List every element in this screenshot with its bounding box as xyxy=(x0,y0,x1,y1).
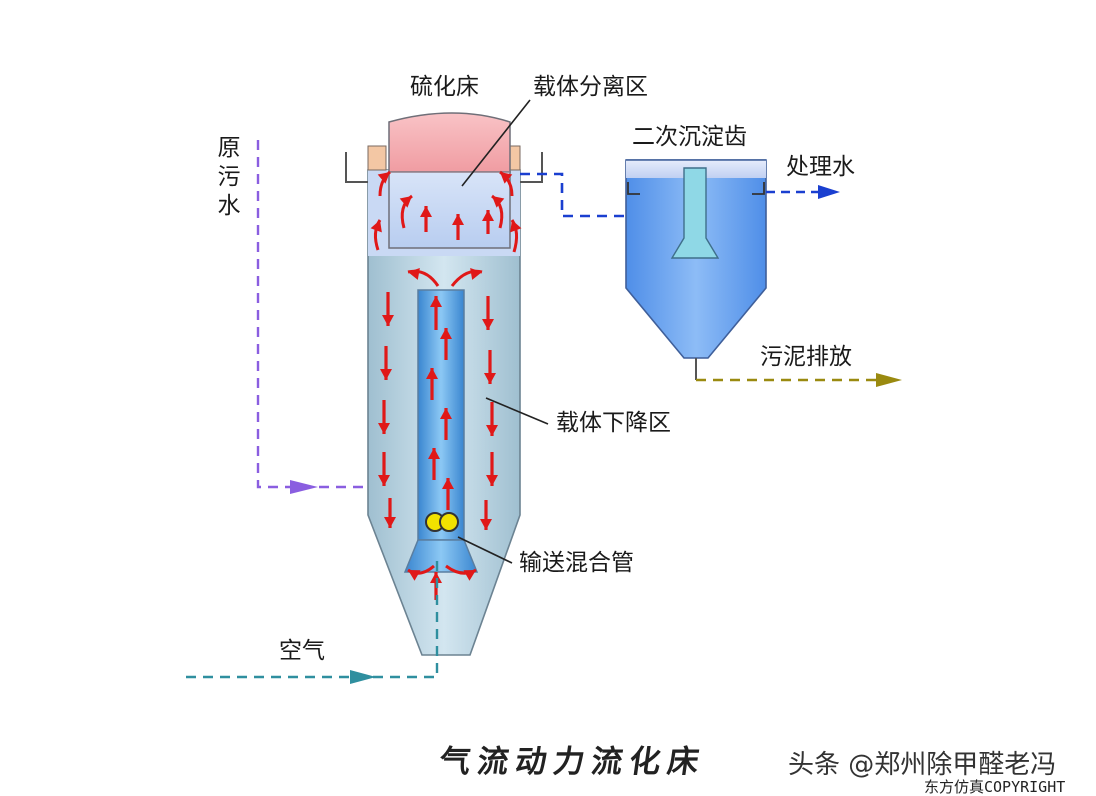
flow-arrow-icon xyxy=(470,268,482,280)
flow-arrow-icon xyxy=(384,517,396,528)
conveying-mixing-tube xyxy=(403,289,479,573)
flow-arrow-icon xyxy=(510,220,522,233)
arrowhead-icon xyxy=(818,185,840,199)
flow-arrow-icon xyxy=(426,368,438,379)
flow-arrow-icon xyxy=(482,210,494,221)
flow-arrow-icon xyxy=(380,369,392,380)
treated-water-line xyxy=(766,185,840,199)
label-secondary-settling-tank: 二次沉淀齿 xyxy=(632,124,747,150)
watermark: 头条 @郑州除甲醛老冯 xyxy=(788,750,1057,780)
arrowhead-icon xyxy=(290,480,318,494)
label-fluidized-bed: 硫化床 xyxy=(410,74,479,100)
flow-arrow-icon xyxy=(420,206,432,217)
label-raw-sewage-char: 污 xyxy=(217,163,241,190)
raw-sewage-line xyxy=(256,140,370,494)
flow-arrow-icon xyxy=(452,214,464,225)
flow-arrow-icon xyxy=(440,328,452,339)
flow-arrow-icon xyxy=(492,196,505,208)
flow-arrow-icon xyxy=(484,373,496,384)
flow-arrow-icon xyxy=(382,315,394,326)
label-raw-sewage-char: 原 xyxy=(217,135,241,161)
label-treated-water: 处理水 xyxy=(786,154,855,180)
label-sludge-discharge: 污泥排放 xyxy=(760,344,852,370)
flow-arrow-icon xyxy=(463,570,476,581)
copyright-notice: 东方仿真COPYRIGHT xyxy=(924,778,1066,796)
sludge-line xyxy=(696,373,902,387)
flow-arrow-icon xyxy=(442,478,454,489)
flow-arrow-icon xyxy=(440,408,452,419)
flow-arrow-icon xyxy=(480,519,492,530)
flow-arrow-icon xyxy=(377,172,390,184)
secondary-settling-tank xyxy=(625,159,767,380)
flow-arrow-icon xyxy=(486,475,498,486)
air-bubble-icon xyxy=(425,512,459,532)
flow-arrow-icon xyxy=(408,570,421,581)
label-carrier-descending-zone: 载体下降区 xyxy=(556,410,671,436)
label-raw-sewage-char: 水 xyxy=(217,192,241,219)
label-conveying-mixing-tube: 输送混合管 xyxy=(519,550,634,576)
flow-arrow-icon xyxy=(378,423,390,434)
flow-arrow-icon xyxy=(482,319,494,330)
flow-arrows xyxy=(370,170,522,600)
label-carrier-separation-zone: 载体分离区 xyxy=(533,74,648,100)
flow-arrow-icon xyxy=(428,448,440,459)
flow-arrow-icon xyxy=(399,196,412,208)
flow-arrow-icon xyxy=(430,572,442,583)
flow-arrow-icon xyxy=(486,425,498,436)
label-raw-sewage: 原 污 水 xyxy=(215,134,243,220)
flow-arrow-icon xyxy=(370,220,382,233)
air-line xyxy=(186,560,439,684)
label-air: 空气 xyxy=(279,638,325,664)
carrier-separator-bowl xyxy=(388,112,511,249)
flow-arrow-icon xyxy=(500,172,513,184)
flow-arrow-icon xyxy=(430,296,442,307)
flow-arrow-icon xyxy=(378,475,390,486)
arrowhead-icon xyxy=(350,670,376,684)
diagram-caption: 气流动力流化床 xyxy=(436,744,709,780)
arrowhead-icon xyxy=(876,373,902,387)
leader-lines xyxy=(457,99,549,564)
flow-arrow-icon xyxy=(408,268,420,280)
